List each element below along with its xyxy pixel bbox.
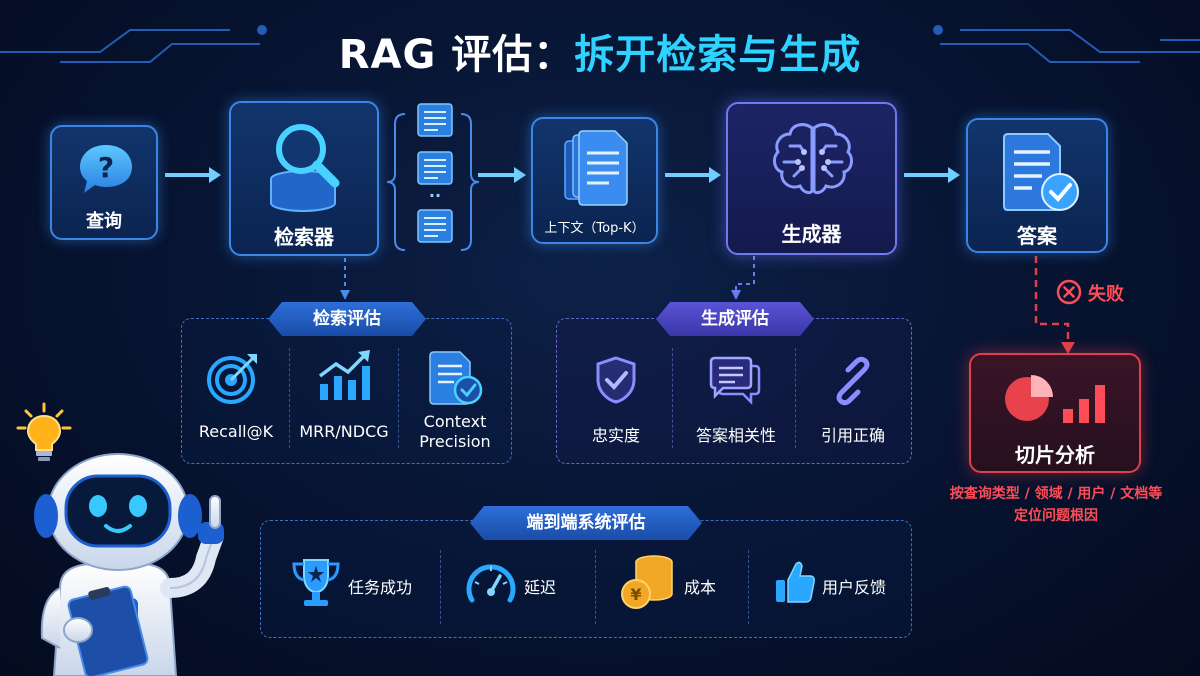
chat-bubble-icon [709,356,761,406]
generator-label: 生成器 [781,222,842,246]
arrow-context-generator [665,167,721,183]
stacked-documents-icon [564,130,628,206]
context-label: 上下文（Top-K） [544,221,645,236]
fail-path-arrow [1034,256,1075,354]
metric-recall-at-k: Recall@K [198,422,274,441]
divider [672,348,673,448]
link-icon [836,356,870,406]
robot-mascot-icon [34,453,224,676]
arrow-query-retriever [165,167,221,183]
thumbs-up-icon [776,561,815,603]
retriever-eval-connector [340,258,350,300]
target-icon [207,354,257,404]
search-database-icon [270,124,340,212]
circuit-decoration-left [0,25,1200,63]
coins-icon: ¥ [621,555,673,609]
document-icon [417,151,453,185]
answer-check-icon [1003,133,1079,211]
slice-analysis-label: 切片分析 [1015,443,1095,467]
docs-ellipsis: ·· [428,186,442,205]
retriever-box: 检索器 [229,101,379,256]
brain-icon [773,123,853,195]
divider [440,550,441,624]
page-title: RAG 评估：拆开检索与生成 [0,22,1200,80]
metric-task-success: 任务成功 [348,578,413,597]
answer-box: 答案 [966,118,1108,253]
question-bubble-icon: ? [80,145,132,193]
retriever-label: 检索器 [274,225,334,249]
svg-text:?: ? [98,151,114,184]
divider [289,348,290,448]
metric-precision: Precision [419,432,491,451]
pie-bar-chart-icon [1005,375,1105,423]
generator-box: 生成器 [726,102,897,255]
speedometer-icon [466,564,516,603]
arrow-generator-answer [904,167,960,183]
metric-latency: 延迟 [524,578,557,597]
divider [398,348,399,448]
document-icon [417,209,453,243]
svg-text:¥: ¥ [630,585,641,604]
slice-note-line1: 按查询类型 / 领域 / 用户 / 文档等 [949,486,1163,502]
generator-eval-connector [731,256,755,300]
doc-check-icon [429,351,483,405]
generation-eval-panel [556,318,912,464]
divider [748,550,749,624]
retrieved-docs-bracket [386,113,480,251]
metric-mrr-ndcg: MRR/NDCG [299,422,389,441]
query-box: ? 查询 [50,125,158,240]
metric-faithfulness: 忠实度 [591,426,640,445]
title-part1: RAG 评估： [338,32,575,78]
slice-analysis-box: 切片分析 [969,353,1141,473]
metric-user-feedback: 用户反馈 [822,578,887,597]
arrow-docs-context [478,167,526,183]
divider [595,550,596,624]
trend-chart-icon [318,350,370,400]
e2e-eval-tag: 端到端系统评估 [470,506,702,540]
fail-label: 失败 [1088,284,1124,305]
title-part2: 拆开检索与生成 [574,32,862,78]
metric-cost: 成本 [684,578,717,597]
query-label: 查询 [86,211,122,232]
retrieval-eval-tag: 检索评估 [268,302,426,336]
metric-citation-correctness: 引用正确 [820,426,885,445]
lightbulb-icon [16,402,72,461]
document-icon [417,103,453,137]
metric-context: Context [423,412,487,431]
metric-answer-relevance: 答案相关性 [695,426,776,445]
fail-x-icon [1056,279,1082,305]
context-box: 上下文（Top-K） [531,117,658,244]
divider [795,348,796,448]
answer-label: 答案 [1017,224,1057,248]
generation-eval-tag: 生成评估 [656,302,814,336]
trophy-icon [292,559,340,606]
slice-note-line2: 定位问题根因 [1014,508,1098,524]
shield-check-icon [596,356,636,404]
